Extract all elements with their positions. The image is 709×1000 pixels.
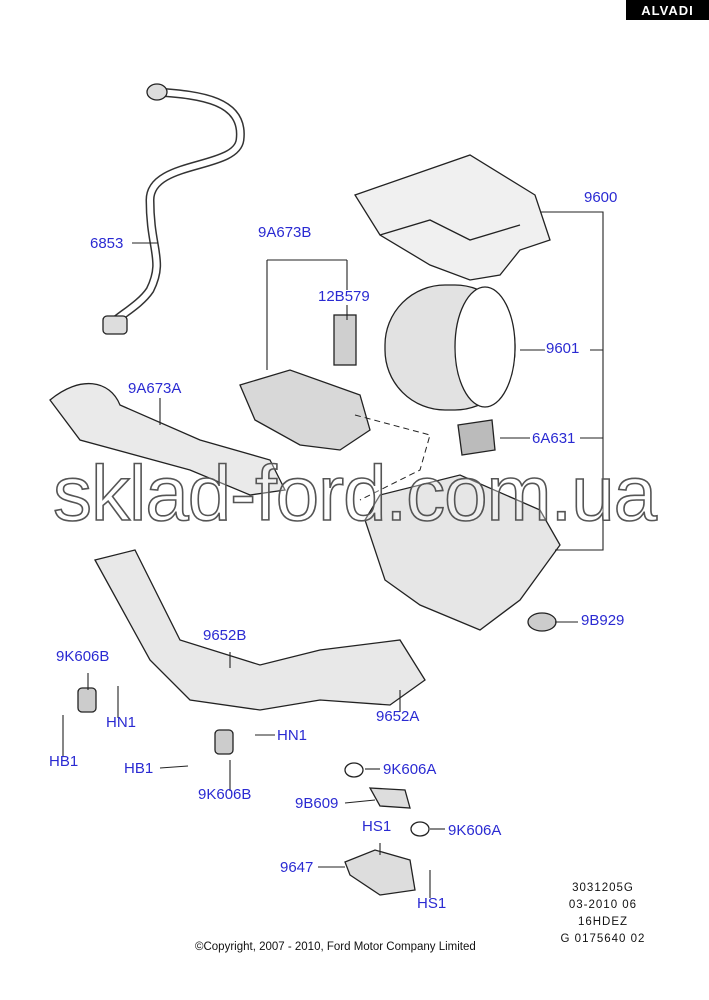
grommet-9b929	[527, 612, 557, 632]
callout-hn1[interactable]: HN1	[106, 714, 137, 731]
callout-9601[interactable]: 9601	[546, 340, 580, 357]
callout-12b579[interactable]: 12B579	[318, 288, 370, 305]
copyright: ©Copyright, 2007 - 2010, Ford Motor Comp…	[195, 941, 476, 953]
part-6a631	[457, 419, 496, 456]
callout-9600[interactable]: 9600	[584, 189, 618, 206]
maf-9a673b	[239, 369, 371, 451]
callout-hn1[interactable]: HN1	[277, 727, 308, 744]
callout-hb1[interactable]: HB1	[124, 760, 154, 777]
reference-line: 03-2010 06	[568, 899, 638, 911]
hose-6853	[106, 87, 245, 329]
callout-hs1[interactable]: HS1	[362, 818, 392, 835]
callout-hb1[interactable]: HB1	[49, 753, 79, 770]
callout-9652a[interactable]: 9652A	[376, 708, 420, 725]
reference-line: 16HDEZ	[577, 916, 629, 928]
duct-9652b	[94, 549, 426, 711]
callout-6853[interactable]: 6853	[90, 235, 124, 252]
callout-9k606a[interactable]: 9K606A	[383, 761, 437, 778]
callout-9647[interactable]: 9647	[280, 859, 314, 876]
brand-badge: ALVADI	[626, 0, 709, 20]
callout-9k606a[interactable]: 9K606A	[448, 822, 502, 839]
callout-9b929[interactable]: 9B929	[581, 612, 625, 629]
duct-9a673a	[49, 383, 286, 496]
callout-9k606b[interactable]: 9K606B	[56, 648, 110, 665]
reference-line: 3031205G	[572, 882, 634, 894]
reference-block: 3031205G 03-2010 06 16HDEZ G 0175640 02	[548, 880, 658, 948]
callout-9a673b[interactable]: 9A673B	[258, 224, 312, 241]
callout-9652b[interactable]: 9652B	[203, 627, 247, 644]
callout-9a673a[interactable]: 9A673A	[128, 380, 182, 397]
box-lower	[364, 474, 561, 631]
callout-6a631[interactable]: 6A631	[532, 430, 576, 447]
callout-hs1[interactable]: HS1	[417, 895, 447, 912]
callout-9k606b[interactable]: 9K606B	[198, 786, 252, 803]
bracket-9647	[344, 849, 416, 896]
cover-9600	[354, 154, 551, 281]
reference-line: G 0175640 02	[560, 933, 646, 945]
callout-9b609[interactable]: 9B609	[295, 795, 339, 812]
watermark: sklad-ford.com.ua	[52, 448, 658, 538]
